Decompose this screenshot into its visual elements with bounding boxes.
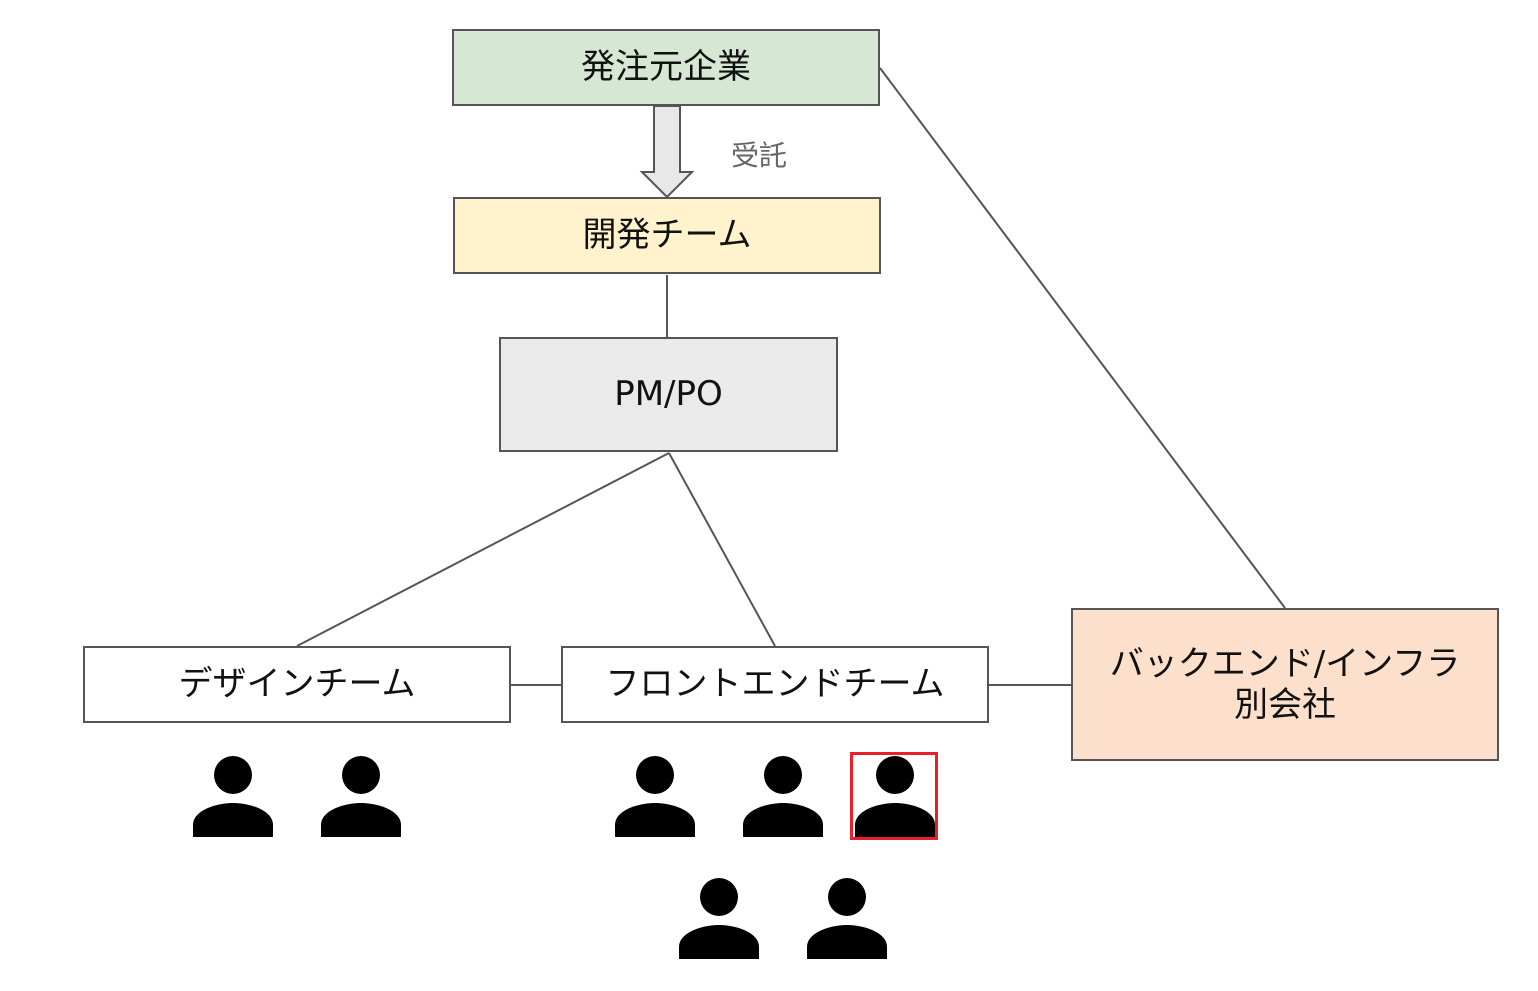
node-frontend-team: フロントエンドチーム bbox=[561, 646, 989, 723]
edge-pmpo-to-design bbox=[296, 452, 670, 647]
node-client: 発注元企業 bbox=[452, 29, 880, 106]
node-design-team: デザインチーム bbox=[83, 646, 511, 723]
node-dev-team-label: 開発チーム bbox=[582, 215, 752, 256]
node-pmpo-label: PM/PO bbox=[614, 374, 723, 415]
node-pmpo: PM/PO bbox=[499, 337, 838, 452]
node-backend-infra: バックエンド/インフラ 別会社 bbox=[1071, 608, 1499, 761]
node-backend-infra-label: バックエンド/インフラ 別会社 bbox=[1109, 643, 1461, 725]
edge-client-to-backend bbox=[879, 67, 1286, 609]
node-design-team-label: デザインチーム bbox=[178, 664, 416, 705]
consignment-arrow bbox=[639, 105, 695, 199]
node-dev-team: 開発チーム bbox=[453, 197, 881, 274]
person-icon bbox=[613, 753, 697, 837]
person-icon bbox=[741, 753, 825, 837]
consignment-label: 受託 bbox=[731, 139, 788, 172]
person-icon bbox=[319, 753, 403, 837]
person-icon bbox=[191, 753, 275, 837]
edge-pmpo-to-frontend bbox=[668, 452, 776, 647]
selection-box bbox=[850, 752, 938, 840]
node-client-label: 発注元企業 bbox=[581, 47, 751, 88]
person-icon bbox=[677, 875, 761, 959]
person-icon[interactable] bbox=[853, 753, 937, 837]
node-frontend-team-label: フロントエンドチーム bbox=[605, 664, 945, 705]
person-icon bbox=[805, 875, 889, 959]
